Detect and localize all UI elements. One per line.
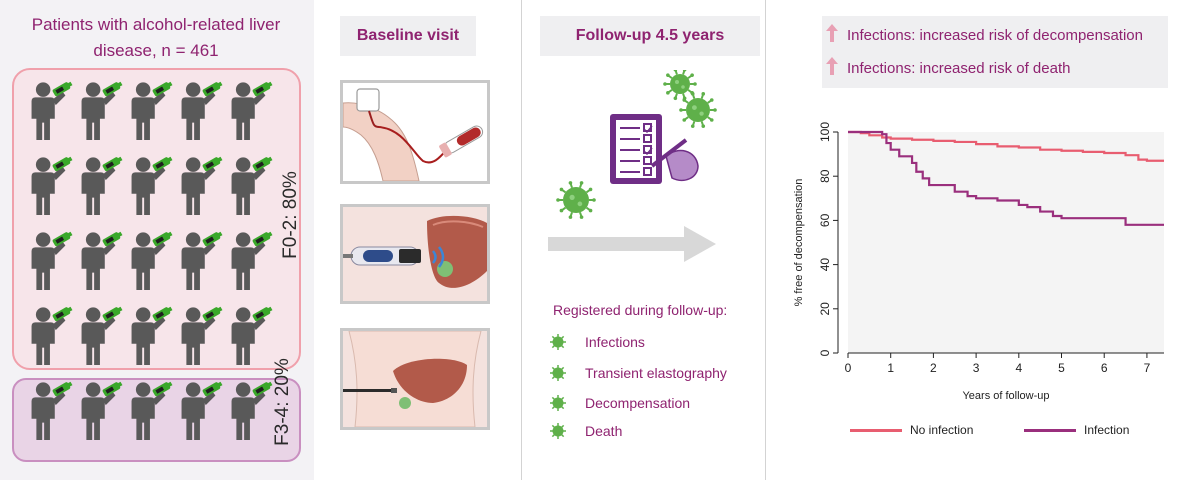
findings-banner	[822, 16, 1168, 88]
legend-label: Infection	[1084, 423, 1130, 437]
up-arrow-icon	[826, 57, 840, 79]
patient-drinking-icon	[131, 306, 173, 365]
virus-icon	[679, 92, 717, 128]
patient-drinking-icon	[231, 231, 273, 290]
registered-item: Transient elastography	[549, 362, 727, 384]
legend-no-infection: No infection	[850, 420, 973, 440]
patient-drinking-icon	[131, 156, 173, 215]
timeline-arrow-icon	[548, 226, 716, 262]
y-tick-label: 40	[818, 258, 832, 272]
patient-drinking-icon	[181, 306, 223, 365]
registered-title: Registered during follow-up:	[553, 302, 728, 318]
liver-biopsy-icon	[343, 331, 487, 427]
patient-drinking-icon	[231, 81, 273, 140]
up-arrow-icon	[826, 24, 840, 46]
patient-drinking-icon	[31, 156, 73, 215]
finding-decompensation-text: Infections: increased risk of decompensa…	[847, 26, 1143, 44]
x-tick-label: 3	[973, 361, 980, 375]
registered-item-label: Death	[585, 423, 623, 439]
patient-drinking-icon	[81, 381, 123, 440]
patient-drinking-icon	[231, 156, 273, 215]
legend-label: No infection	[910, 423, 974, 437]
panel-divider	[765, 0, 766, 480]
patient-drinking-icon	[131, 381, 173, 440]
virus-icon	[550, 334, 566, 350]
patient-drinking-icon	[181, 156, 223, 215]
y-tick-label: 60	[818, 213, 832, 227]
patient-drinking-icon	[131, 81, 173, 140]
cohort-title: Patients with alcohol-related liver dise…	[0, 12, 312, 64]
followup-illustration	[548, 70, 717, 262]
patient-drinking-icon	[231, 306, 273, 365]
patient-drinking-icon	[31, 381, 73, 440]
x-tick-label: 0	[845, 361, 852, 375]
blood-sample-card	[340, 80, 490, 184]
y-tick-label: 20	[818, 302, 832, 316]
patient-drinking-icon	[31, 231, 73, 290]
x-tick-label: 1	[887, 361, 894, 375]
followup-header: Follow-up 4.5 years	[540, 16, 760, 56]
panel-divider	[521, 0, 522, 480]
y-tick-label: 80	[818, 169, 832, 183]
y-tick-label: 0	[818, 349, 832, 356]
legend-infection: Infection	[1024, 420, 1129, 440]
virus-icon	[550, 365, 566, 381]
checklist-clipboard-icon	[610, 114, 699, 184]
x-axis-label: Years of follow-up	[962, 390, 1049, 402]
group-f34-label: F3-4: 20%	[272, 358, 293, 446]
patient-drinking-icon	[81, 81, 123, 140]
patient-drinking-icon	[231, 381, 273, 440]
x-tick-label: 7	[1144, 361, 1151, 375]
legend-swatch	[850, 428, 902, 432]
cohort-title-line2: disease, n = 461	[93, 41, 219, 60]
registered-item: Death	[549, 420, 622, 442]
patient-drinking-icon	[181, 81, 223, 140]
plot-area	[848, 132, 1164, 353]
virus-icon	[550, 423, 566, 439]
registered-item-label: Infections	[585, 334, 645, 350]
infection-curve	[848, 130, 1164, 226]
y-axis-label: % free of decompensation	[793, 179, 805, 307]
virus-icon	[663, 70, 697, 101]
patient-drinking-icon	[81, 231, 123, 290]
registered-item: Infections	[549, 331, 645, 353]
x-tick-label: 2	[930, 361, 937, 375]
virus-icon	[556, 181, 596, 219]
patient-drinking-icon	[181, 231, 223, 290]
finding-death-text: Infections: increased risk of death	[847, 59, 1071, 77]
elastography-card	[340, 204, 490, 304]
registered-item: Decompensation	[549, 392, 690, 414]
finding-decompensation: Infections: increased risk of decompensa…	[826, 24, 1143, 46]
finding-death: Infections: increased risk of death	[826, 57, 1070, 79]
y-tick-label: 100	[818, 122, 832, 142]
patient-drinking-icon	[181, 381, 223, 440]
x-tick-label: 4	[1015, 361, 1022, 375]
patient-drinking-icon	[31, 306, 73, 365]
patient-drinking-icon	[81, 306, 123, 365]
legend-swatch	[1024, 428, 1076, 432]
patient-drinking-icon	[81, 156, 123, 215]
liver-biopsy-card	[340, 328, 490, 430]
virus-icon	[550, 395, 566, 411]
patient-drinking-icon	[131, 231, 173, 290]
x-tick-label: 5	[1058, 361, 1065, 375]
blood-draw-icon	[343, 88, 484, 181]
group-f02-label: F0-2: 80%	[280, 171, 301, 259]
patient-drinking-icon	[31, 81, 73, 140]
cohort-title-line1: Patients with alcohol-related liver	[31, 15, 281, 34]
registered-item-label: Decompensation	[585, 395, 691, 411]
baseline-visit-header: Baseline visit	[340, 16, 476, 56]
registered-item-label: Transient elastography	[585, 365, 727, 381]
no-infection-curve	[848, 130, 1164, 162]
x-tick-label: 6	[1101, 361, 1108, 375]
fibroscan-probe-icon	[343, 207, 487, 301]
